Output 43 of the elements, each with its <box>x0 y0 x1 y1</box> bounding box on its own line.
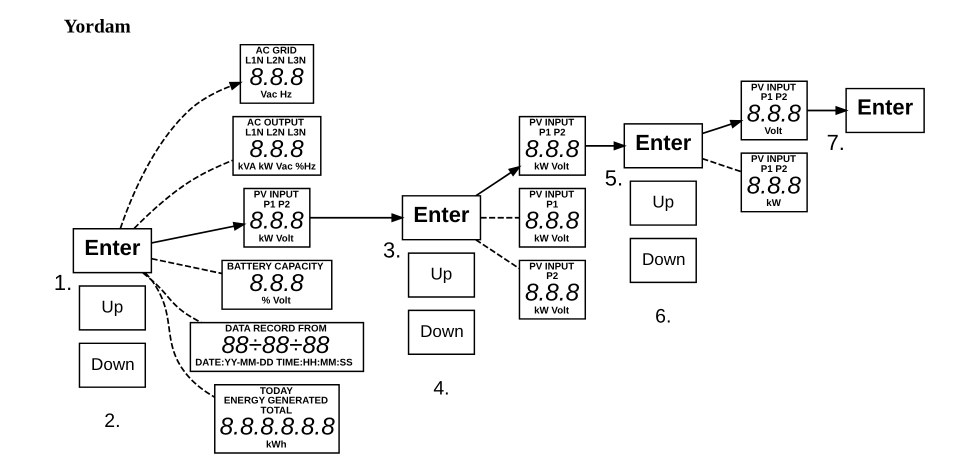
node-box: PV INPUT P1 8.8.8 kW Volt <box>518 188 586 248</box>
arrow <box>475 166 522 197</box>
node-box: Enter <box>624 123 704 169</box>
label: 2. <box>104 410 121 432</box>
node-box: PV INPUT P1 P2 8.8.8 kW <box>740 152 808 212</box>
connector <box>134 160 233 230</box>
node-box: PV INPUT P1 P2 8.8.8 kW Volt <box>518 116 586 176</box>
node-box: Enter <box>402 195 482 240</box>
connector <box>142 272 202 324</box>
node-box: Down <box>78 342 146 388</box>
node-label: 3. <box>382 237 402 262</box>
node-box: Up <box>78 285 146 331</box>
connector <box>475 239 520 270</box>
node-box: Down <box>408 310 476 355</box>
node-box: AC OUTPUT L1N L2N L3N 8.8.8 kVA kW Vac %Hz <box>232 116 322 176</box>
arrow <box>586 141 627 150</box>
node-box: DATA RECORD FROM 88÷88÷88 DATE:YY-MM-DD TIME:HH:MM:SS <box>190 322 364 372</box>
label: 6. <box>655 305 672 328</box>
connector <box>151 258 222 274</box>
node-box: PV INPUT P1 P2 8.8.8 Volt <box>740 80 808 140</box>
node-box: AC GRID L1N L2N L3N 8.8.8 Vac Hz <box>240 44 314 104</box>
arrow <box>807 106 849 116</box>
node-box: PV INPUT P2 8.8.8 kW Volt <box>518 260 586 320</box>
node-box: PV INPUT P1 P2 8.8.8 kW Volt <box>243 188 311 248</box>
node-label: 1. <box>54 270 72 296</box>
connector <box>702 158 742 172</box>
arrow <box>120 82 243 229</box>
arrow <box>151 222 246 244</box>
label: 4. <box>433 377 450 400</box>
diagram-title: Yordam <box>64 16 131 38</box>
node-label: 5. <box>604 165 624 190</box>
node-box: BATTERY CAPACITY 8.8.8 % Volt <box>221 260 332 310</box>
arrow <box>310 213 405 222</box>
node-box: TODAY ENERGY GENERATED TOTAL 8.8.8.8.8.8 kWh <box>214 384 340 454</box>
arrow <box>702 120 744 134</box>
connector <box>144 272 215 398</box>
node-box: Enter <box>72 228 152 274</box>
node-box: Up <box>630 180 697 226</box>
node-label: 7. <box>826 130 845 155</box>
node-box: Down <box>630 238 697 284</box>
node-box: Up <box>408 252 476 298</box>
node-box: Enter <box>845 88 925 134</box>
connector <box>480 216 520 219</box>
